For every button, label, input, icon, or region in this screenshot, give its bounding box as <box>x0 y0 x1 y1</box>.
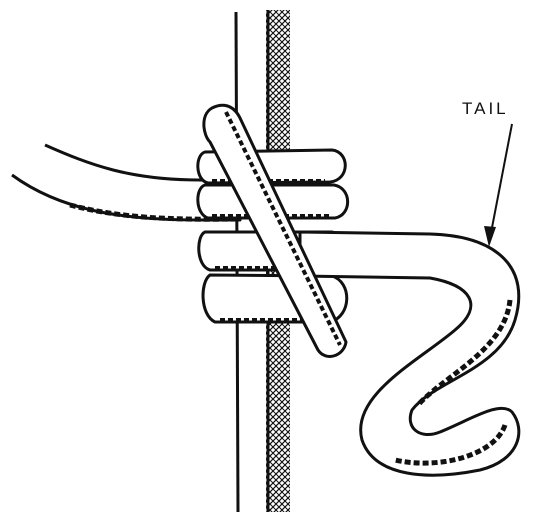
tail-pointer-line <box>490 124 512 238</box>
tail-label: TAIL <box>462 99 509 118</box>
tail-arrowhead <box>484 226 496 247</box>
tail-callout: TAIL <box>462 99 512 247</box>
